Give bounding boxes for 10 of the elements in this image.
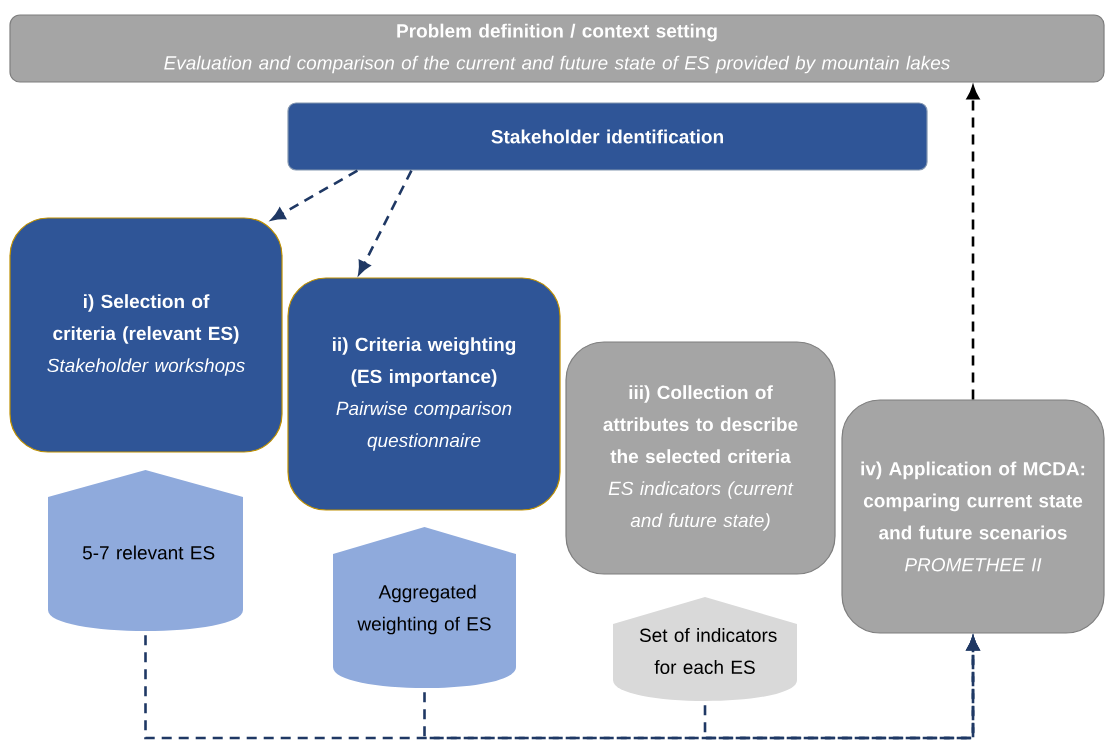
arrow — [703, 636, 980, 740]
arrow — [966, 85, 980, 400]
arrow — [271, 169, 359, 221]
arrow — [358, 170, 413, 275]
process-box: Stakeholder identification — [287, 102, 928, 171]
process-box: iii) Collection of attributes to describe the selected criteria ES indicators (current and future state) — [565, 341, 836, 575]
process-box: iv) Application of MCDA: comparing current state and future scenarios PROMETHEE II — [841, 399, 1105, 634]
process-box: ii) Criteria weighting (ES importance) Pairwise comparison questionnaire — [287, 277, 561, 511]
context-banner: Problem definition / context setting Evaluation and comparison of the current and future state of ES provided by mountain lakes — [9, 14, 1105, 83]
process-box: i) Selection of criteria (relevant ES) Stakeholder workshops — [9, 217, 283, 453]
